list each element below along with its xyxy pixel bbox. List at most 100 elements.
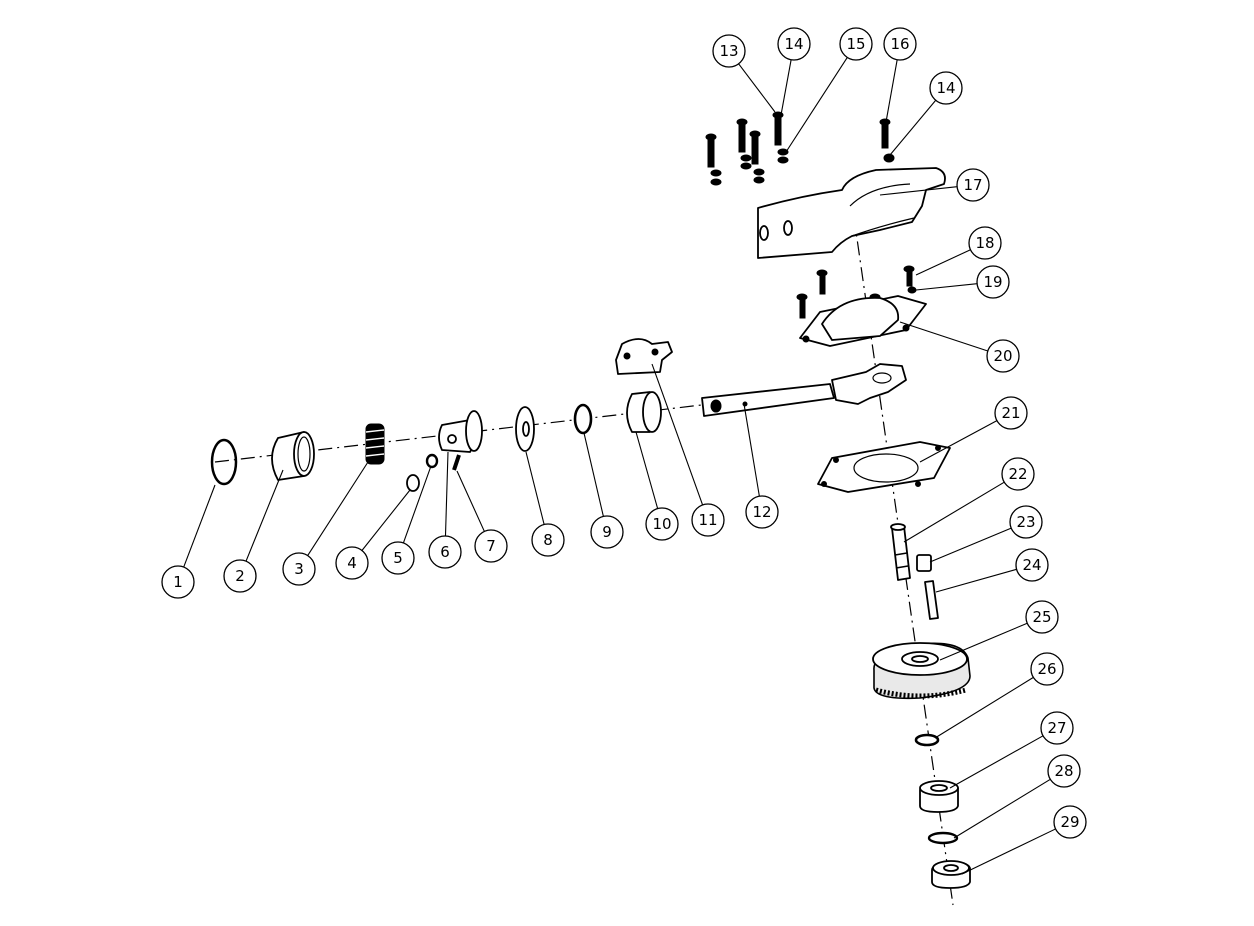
part-5-nut: [425, 453, 439, 469]
callout-leader-line: [915, 249, 971, 276]
part-17-housing: [757, 167, 946, 259]
callout-leader-line: [929, 527, 1012, 563]
callout-bubble: [1009, 505, 1043, 539]
callout-bubble: [956, 168, 990, 202]
callout-13: 13: [712, 34, 776, 113]
callout-number: 29: [1060, 813, 1079, 831]
callout-leader-line: [245, 469, 284, 562]
callout-19: 19: [915, 265, 1010, 299]
callout-11: 11: [651, 363, 725, 537]
callout-bubble: [1025, 600, 1059, 634]
callout-25: 25: [939, 600, 1059, 661]
callout-number: 28: [1054, 762, 1073, 780]
part-1-o-ring: [210, 438, 238, 486]
callout-bubble: [976, 265, 1010, 299]
callout-17: 17: [879, 168, 990, 202]
callout-leader-line: [939, 622, 1028, 661]
callout-leader-line: [899, 321, 988, 352]
callout-bubble: [712, 34, 746, 68]
part-28-retaining-ring: [927, 831, 959, 845]
callout-9: 9: [583, 432, 624, 549]
callout-20: 20: [899, 321, 1020, 373]
callout-number: 24: [1022, 556, 1041, 574]
part-7-pin: [452, 454, 461, 471]
callout-5: 5: [381, 465, 432, 575]
callout-leader-line: [651, 363, 704, 506]
callout-bubble: [335, 546, 369, 580]
callout-bubble: [645, 507, 679, 541]
callout-leader-line: [785, 57, 848, 153]
callout-15: 15: [785, 27, 873, 153]
callout-leader-line: [444, 451, 449, 537]
callout-leader-line: [780, 59, 792, 116]
callout-22: 22: [903, 457, 1035, 543]
callout-leader-line: [885, 59, 898, 123]
part-27-bearing: [919, 780, 959, 813]
callout-bubble: [1053, 805, 1087, 839]
callout-leader-line: [879, 186, 958, 196]
part-21-gasket: [817, 441, 951, 493]
callout-28: 28: [953, 754, 1081, 839]
callout-number: 16: [890, 35, 909, 53]
callout-leader-line: [525, 451, 545, 525]
callout-bubble: [839, 27, 873, 61]
part-20-cover-plate: [799, 295, 927, 347]
callout-bubble: [968, 226, 1002, 260]
callout-leader-line: [934, 676, 1034, 739]
callout-bubble: [986, 339, 1020, 373]
callout-number: 27: [1047, 719, 1066, 737]
callout-18: 18: [915, 226, 1002, 276]
callout-6: 6: [428, 451, 462, 569]
callout-leader-line: [738, 63, 776, 113]
callout-21: 21: [919, 396, 1028, 463]
callout-7: 7: [456, 470, 508, 563]
callout-leader-line: [456, 470, 485, 532]
callout-number: 2: [235, 567, 245, 585]
callout-number: 14: [784, 35, 803, 53]
callout-number: 9: [602, 523, 612, 541]
callout-number: 21: [1001, 404, 1020, 422]
callout-leader-line: [961, 828, 1056, 875]
callout-leader-line: [953, 778, 1051, 839]
callout-bubble: [474, 529, 508, 563]
callout-number: 19: [983, 273, 1002, 291]
callout-1: 1: [161, 484, 216, 599]
part-29-bearing: [931, 860, 971, 889]
callout-number: 8: [543, 531, 553, 549]
callout-leader-line: [915, 283, 978, 291]
callout-leader-line: [361, 489, 411, 551]
callout-leader-line: [183, 484, 216, 568]
callout-bubble: [161, 565, 195, 599]
callout-bubble: [590, 515, 624, 549]
callout-bubble: [1030, 652, 1064, 686]
part-23-bushing: [916, 554, 932, 572]
callout-number: 17: [963, 176, 982, 194]
callout-bubble: [1040, 711, 1074, 745]
callout-14: 14: [889, 71, 963, 156]
part-13-bolts-group: [705, 111, 895, 186]
callout-number: 7: [486, 537, 496, 555]
callout-leader-line: [402, 465, 432, 544]
part-26-washer: [914, 733, 940, 747]
part-11-bracket: [615, 338, 673, 375]
part-25-gear: [872, 642, 971, 700]
part-10-bushing: [626, 391, 662, 433]
callout-bubble: [929, 71, 963, 105]
callout-leader-line: [743, 403, 760, 497]
callout-29: 29: [961, 805, 1087, 875]
callout-bubble: [1001, 457, 1035, 491]
part-8-washer: [515, 406, 535, 452]
callout-number: 13: [719, 42, 738, 60]
callout-bubble: [531, 523, 565, 557]
part-6-coupling: [438, 410, 483, 453]
callout-number: 15: [846, 35, 865, 53]
callout-2: 2: [223, 469, 284, 593]
part-12-shaft: [701, 363, 907, 417]
callout-leader-line: [919, 420, 998, 463]
callout-leader-line: [903, 481, 1005, 543]
part-22-shaft: [890, 523, 911, 581]
callout-number: 11: [698, 511, 717, 529]
